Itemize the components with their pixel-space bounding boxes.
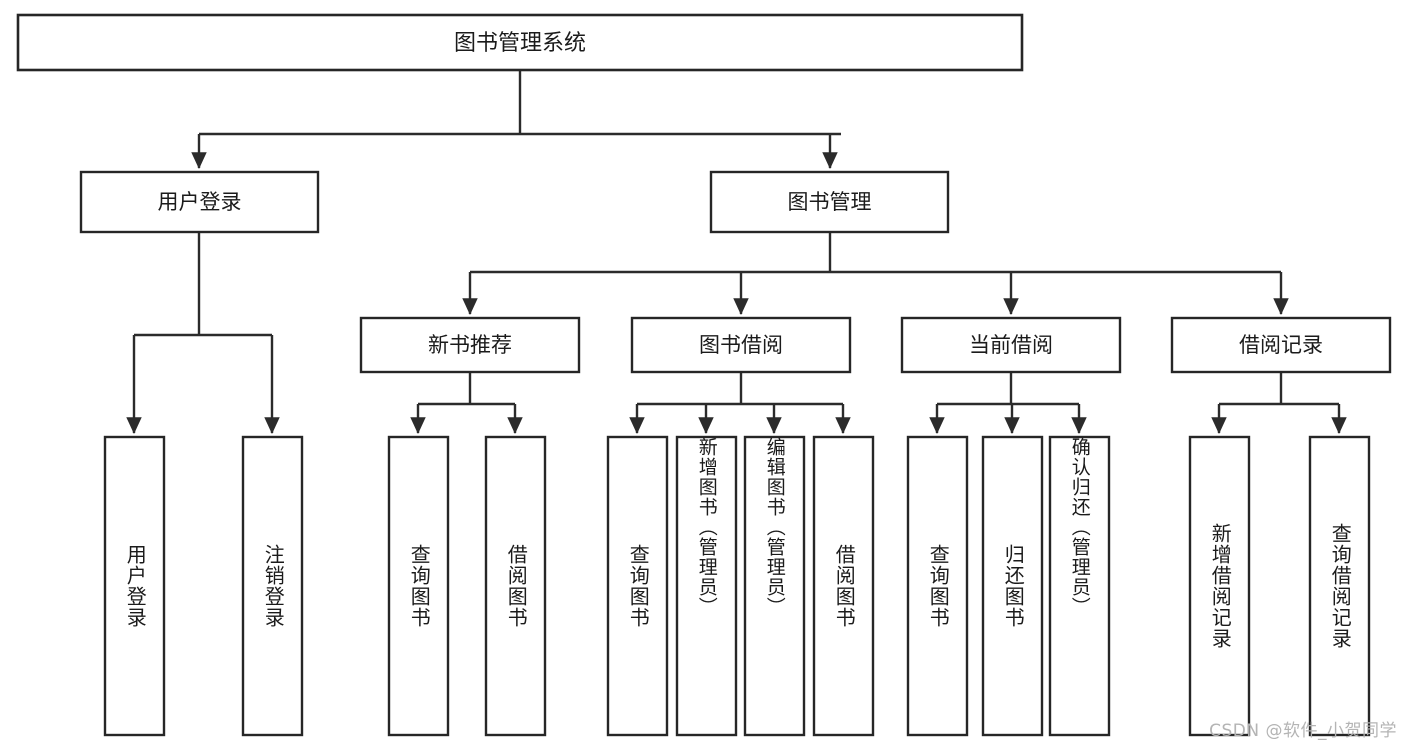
leaf-box-edit-book[interactable] xyxy=(743,435,806,737)
leaf-box-add-book[interactable] xyxy=(675,435,738,737)
borrow-record-box xyxy=(1170,316,1392,374)
leaf-box-return-book[interactable] xyxy=(981,435,1044,737)
edges-root-to-level2 xyxy=(191,70,841,170)
node-root-library-system[interactable]: 图书管理系统 xyxy=(16,13,1024,72)
node-new-book-recommend[interactable]: 新书推荐 xyxy=(359,316,581,374)
node-user-login[interactable]: 用户登录 xyxy=(79,170,320,234)
current-borrow-label: 当前借阅 xyxy=(969,333,1053,357)
leaf-box-query-book-3[interactable] xyxy=(906,435,969,737)
new-book-recommend-box xyxy=(359,316,581,374)
leaf-box-borrow-book-1[interactable] xyxy=(484,435,547,737)
leaf-boxes xyxy=(103,435,1371,737)
edges-book-borrow-to-leaves xyxy=(629,372,851,435)
leaf-box-confirm-return[interactable] xyxy=(1048,435,1111,737)
leaf-box-add-borrow-record[interactable] xyxy=(1188,435,1251,737)
book-borrow-label: 图书借阅 xyxy=(699,333,783,357)
user-login-label: 用户登录 xyxy=(158,190,242,214)
edges-current-borrow-to-leaves xyxy=(929,372,1087,435)
csdn-watermark: CSDN @软件_小贺同学 xyxy=(1209,721,1397,741)
borrow-record-label: 借阅记录 xyxy=(1239,333,1323,357)
leaf-box-logout[interactable] xyxy=(241,435,304,737)
edges-book-manage-to-level3 xyxy=(462,232,1289,316)
book-manage-label: 图书管理 xyxy=(788,190,872,214)
node-borrow-record[interactable]: 借阅记录 xyxy=(1170,316,1392,374)
leaf-box-user-login[interactable] xyxy=(103,435,166,737)
leaf-box-borrow-book-2[interactable] xyxy=(812,435,875,737)
book-borrow-box xyxy=(630,316,852,374)
new-book-recommend-label: 新书推荐 xyxy=(428,333,512,357)
current-borrow-box xyxy=(900,316,1122,374)
edges-borrow-record-to-leaves xyxy=(1211,372,1347,435)
user-login-box xyxy=(79,170,320,234)
leaf-box-query-borrow-record[interactable] xyxy=(1308,435,1371,737)
node-book-borrow[interactable]: 图书借阅 xyxy=(630,316,852,374)
node-current-borrow[interactable]: 当前借阅 xyxy=(900,316,1122,374)
root-label: 图书管理系统 xyxy=(454,31,586,56)
root-box xyxy=(16,13,1024,72)
edges-user-login-to-leaves xyxy=(126,232,280,435)
node-book-manage[interactable]: 图书管理 xyxy=(709,170,950,234)
leaf-box-query-book-2[interactable] xyxy=(606,435,669,737)
leaf-box-query-book-1[interactable] xyxy=(387,435,450,737)
book-manage-box xyxy=(709,170,950,234)
edges-new-book-rec-to-leaves xyxy=(410,372,523,435)
